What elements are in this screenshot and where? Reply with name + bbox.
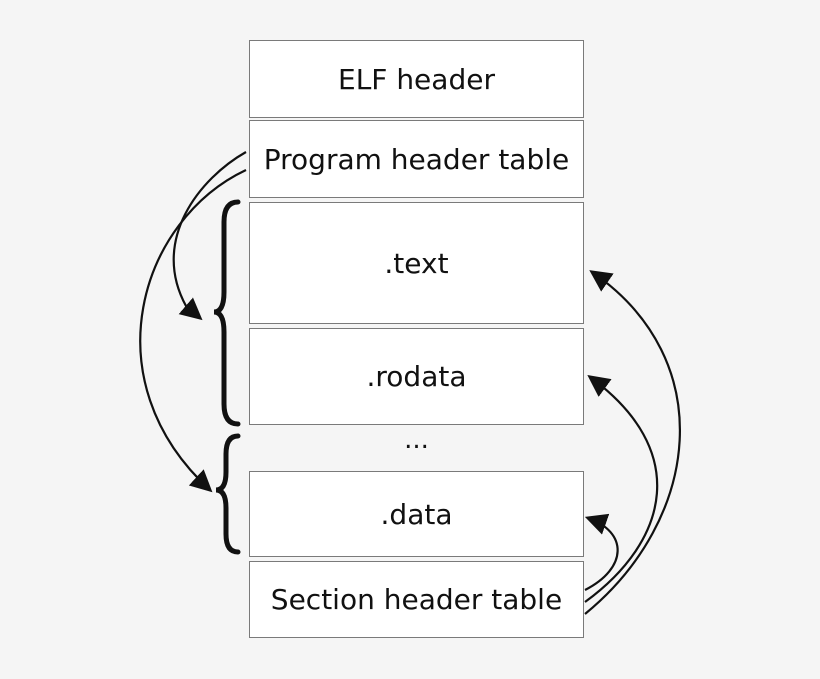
data-section-box: .data: [249, 471, 584, 557]
elf-header-label: ELF header: [338, 62, 495, 96]
arrow-section-header-to-text: [584, 270, 681, 615]
text-section-label: .text: [384, 246, 449, 280]
section-header-table-box: Section header table: [249, 561, 584, 638]
rodata-section-box: .rodata: [249, 328, 584, 425]
arrow-program-header-to-segment2: [139, 169, 247, 493]
segment-brace-bottom: [215, 433, 241, 555]
text-section-box: .text: [249, 202, 584, 324]
elf-header-box: ELF header: [249, 40, 584, 118]
data-section-label: .data: [380, 497, 453, 531]
arrow-section-header-to-rodata: [584, 375, 659, 603]
program-header-table-box: Program header table: [249, 120, 584, 198]
segment-brace-top: [213, 199, 241, 427]
rodata-section-label: .rodata: [366, 360, 467, 393]
program-header-table-label: Program header table: [263, 142, 570, 176]
arrow-program-header-to-segment1: [172, 151, 247, 321]
ellipsis-label: ...: [404, 425, 429, 455]
arrow-section-header-to-data: [584, 513, 619, 591]
section-header-table-label: Section header table: [270, 583, 563, 616]
